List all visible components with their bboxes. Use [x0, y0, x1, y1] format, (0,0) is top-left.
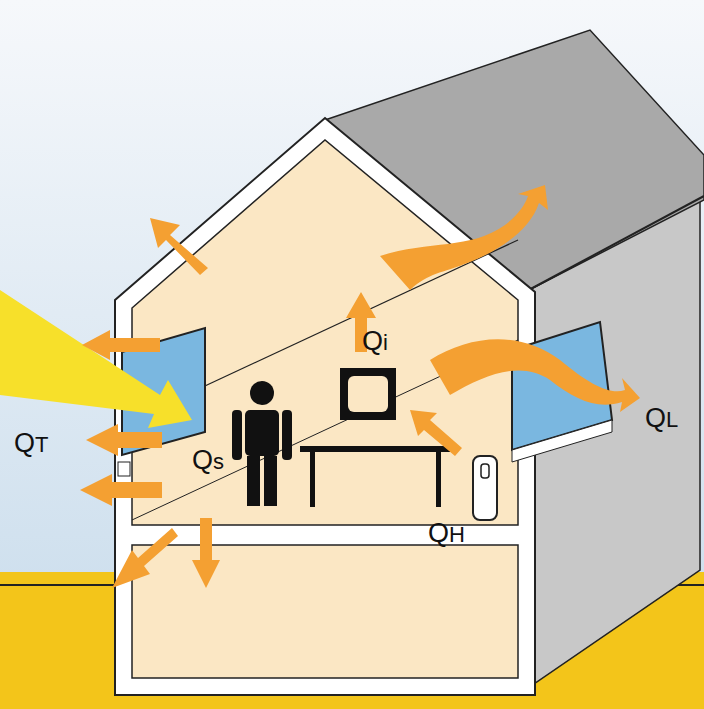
- heat-flow-label: QH: [428, 520, 465, 547]
- heat-flow-label: QT: [14, 430, 48, 457]
- heat-flow-label: Qi: [362, 328, 388, 355]
- heat-flow-label: QL: [645, 405, 678, 432]
- heat-flow-label: Qs: [192, 447, 224, 474]
